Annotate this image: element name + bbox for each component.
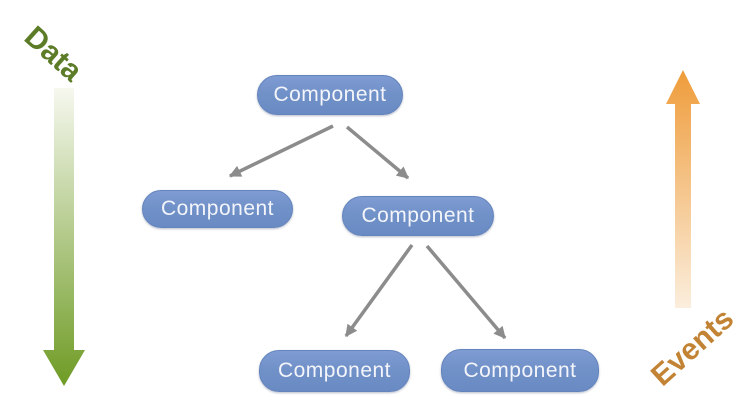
component-node-grandchild-left: Component	[259, 350, 410, 392]
edge-child-right-to-grandchild-right	[425, 244, 507, 340]
edge-root-to-child-right	[345, 125, 410, 180]
edge-root-to-child-left	[228, 124, 334, 178]
events-flow-arrow	[666, 70, 700, 308]
component-node-grandchild-right: Component	[441, 349, 599, 392]
edge-child-right-to-grandchild-left	[344, 243, 414, 338]
component-node-child-right: Component	[342, 196, 494, 236]
component-node-root: Component	[257, 75, 403, 115]
component-node-child-left: Component	[142, 190, 293, 228]
data-flow-arrow	[43, 88, 85, 386]
